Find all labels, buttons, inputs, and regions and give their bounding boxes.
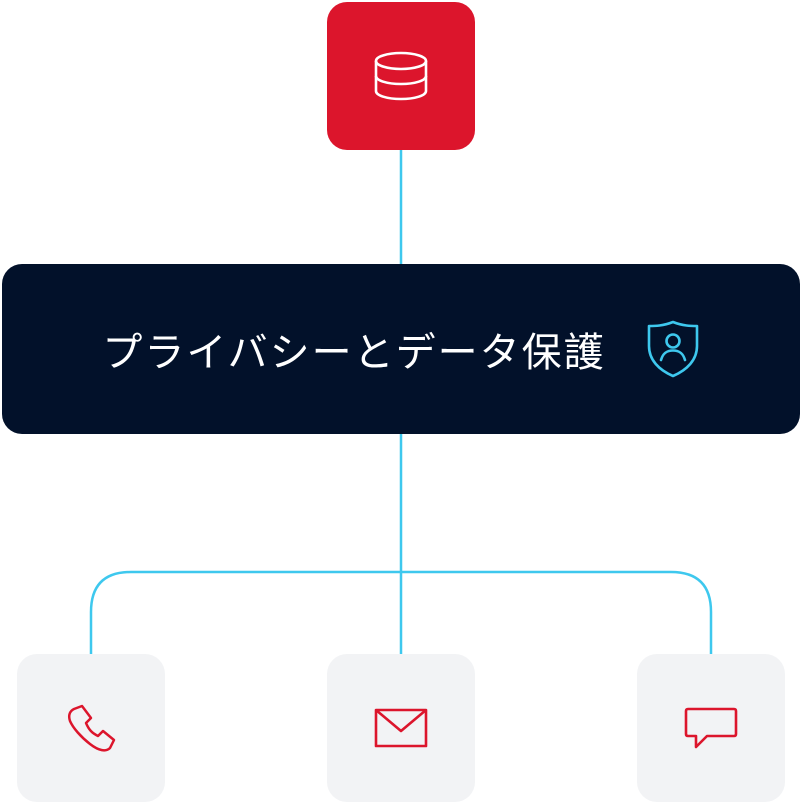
mail-icon (373, 707, 429, 749)
shield-user-icon (646, 319, 700, 379)
database-tile (327, 2, 475, 150)
phone-tile (17, 654, 165, 802)
connector-branch (89, 570, 713, 654)
database-icon (373, 50, 429, 102)
banner-title: プライバシーとデータ保護 (102, 330, 606, 376)
mail-tile (327, 654, 475, 802)
privacy-banner: プライバシーとデータ保護 (2, 264, 800, 434)
chat-tile (637, 654, 785, 802)
phone-icon (66, 703, 116, 753)
chat-icon (683, 705, 739, 751)
